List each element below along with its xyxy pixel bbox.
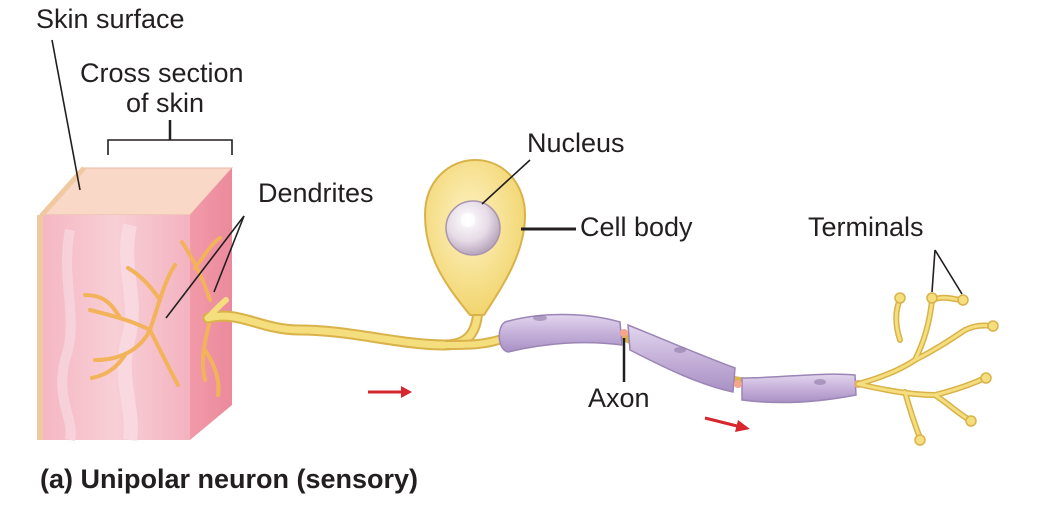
label-cell-body: Cell body (580, 212, 693, 242)
label-nucleus: Nucleus (527, 128, 625, 158)
dendrites-leader-1 (165, 215, 245, 319)
skin-side-face (190, 168, 232, 440)
arrow-1 (368, 386, 412, 398)
myelin-segment-2 (627, 323, 736, 393)
terminals-leader-1 (931, 249, 936, 293)
label-axon: Axon (588, 383, 650, 413)
nucleus-shape (445, 200, 501, 256)
skin-dendrites (83, 236, 222, 397)
terminal-knobs (894, 292, 999, 446)
skin-front-face (40, 215, 190, 440)
direction-arrows (368, 386, 750, 432)
label-cross-section-line2: of skin (126, 88, 205, 118)
leader-lines (51, 39, 963, 382)
skin-block (37, 166, 234, 442)
label-cross-section-line1: Cross section (80, 58, 244, 88)
terminals-leader-2 (934, 249, 963, 295)
label-dendrites: Dendrites (258, 178, 374, 208)
axon (498, 313, 862, 404)
figure-caption: (a) Unipolar neuron (sensory) (40, 464, 419, 494)
myelin-segment-1 (498, 313, 623, 353)
label-terminals: Terminals (808, 212, 924, 242)
cell-body (423, 158, 527, 316)
neuron-process (202, 297, 507, 351)
myelin-segment-3 (741, 373, 857, 404)
label-skin-surface: Skin surface (36, 4, 185, 34)
nucleus-leader (481, 159, 531, 205)
skin-surface-leader (51, 39, 81, 191)
dendrites-leader-2 (213, 215, 245, 293)
arrow-2 (704, 416, 750, 432)
cross-section-bracket (107, 139, 233, 155)
